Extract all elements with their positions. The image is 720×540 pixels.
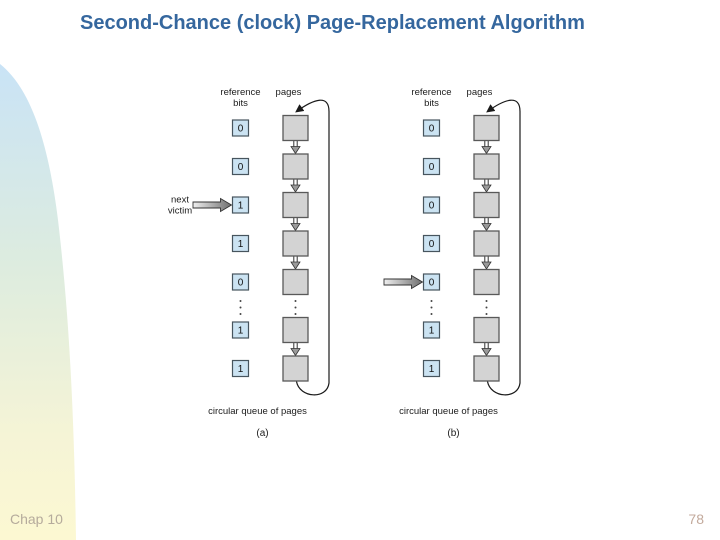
page-frame-box bbox=[282, 230, 309, 257]
ellipsis-dot bbox=[294, 313, 297, 315]
reference-bit-box bbox=[231, 119, 250, 137]
page-frame-box bbox=[282, 114, 309, 142]
circular-queue-label: circular queue of pages bbox=[208, 406, 307, 417]
page-frame-box bbox=[282, 316, 309, 344]
reference-bit-box bbox=[231, 234, 250, 253]
reference-bit-value: 1 bbox=[429, 364, 435, 375]
down-arrowhead bbox=[481, 348, 492, 357]
reference-bit-box bbox=[422, 196, 441, 214]
ellipsis-dot bbox=[430, 300, 433, 302]
circular-queue-loop-arrow bbox=[295, 99, 330, 396]
reference-bit-value: 0 bbox=[429, 239, 435, 250]
ellipsis-dot bbox=[294, 300, 297, 302]
diagram-caption: (b) bbox=[447, 428, 459, 439]
down-arrowhead bbox=[481, 261, 492, 270]
page-frame-box bbox=[473, 191, 500, 219]
reference-bit-value: 0 bbox=[429, 124, 435, 135]
circular-queue-loop-arrow bbox=[486, 99, 521, 396]
slide-title: Second-Chance (clock) Page-Replacement A… bbox=[80, 12, 585, 34]
reference-bit-box bbox=[231, 273, 250, 291]
reference-bit-box bbox=[422, 359, 441, 378]
reference-bit-value: 1 bbox=[238, 364, 244, 375]
reference-bits-header: bits bbox=[424, 98, 439, 109]
swoosh-shape bbox=[0, 64, 76, 540]
ellipsis-dot bbox=[239, 300, 242, 302]
reference-bit-value: 0 bbox=[429, 162, 435, 173]
ellipsis-dot bbox=[294, 306, 297, 309]
down-arrowhead bbox=[290, 146, 301, 155]
reference-bit-box bbox=[422, 273, 441, 291]
down-arrowhead bbox=[290, 184, 301, 193]
page-frame-box bbox=[473, 355, 500, 382]
page-frame-box bbox=[473, 230, 500, 257]
reference-bit-box bbox=[422, 321, 441, 339]
reference-bit-value: 1 bbox=[238, 201, 244, 212]
pages-header: pages bbox=[276, 87, 302, 98]
reference-bit-value: 0 bbox=[238, 124, 244, 135]
page-frame-box bbox=[473, 316, 500, 344]
ellipsis-dot bbox=[239, 306, 242, 309]
page-frame-box bbox=[282, 355, 309, 382]
reference-bit-box bbox=[422, 234, 441, 253]
down-arrowhead bbox=[290, 223, 301, 232]
circular-queue-label: circular queue of pages bbox=[399, 406, 498, 417]
page-frame-box bbox=[282, 153, 309, 180]
diagram-caption: (a) bbox=[256, 428, 268, 439]
down-arrowhead bbox=[481, 223, 492, 232]
reference-bits-header: reference bbox=[220, 87, 260, 98]
ellipsis-dot bbox=[485, 306, 488, 309]
reference-bit-box bbox=[422, 157, 441, 176]
ellipsis-dot bbox=[485, 313, 488, 315]
reference-bit-value: 0 bbox=[429, 278, 435, 289]
reference-bit-value: 1 bbox=[238, 326, 244, 337]
page-frame-box bbox=[473, 153, 500, 180]
reference-bit-box bbox=[231, 196, 250, 214]
pages-header: pages bbox=[467, 87, 493, 98]
page-number: 78 bbox=[688, 511, 704, 527]
next-victim-label: victim bbox=[168, 206, 192, 217]
page-frame-box bbox=[473, 268, 500, 296]
ellipsis-dot bbox=[239, 313, 242, 315]
next-victim-label: next bbox=[171, 195, 189, 206]
current-pointer-arrow bbox=[383, 274, 424, 290]
reference-bit-value: 0 bbox=[238, 162, 244, 173]
reference-bit-box bbox=[422, 119, 441, 137]
next-victim-arrow bbox=[192, 197, 233, 213]
reference-bit-box bbox=[231, 157, 250, 176]
page-frame-box bbox=[282, 191, 309, 219]
down-arrowhead bbox=[481, 184, 492, 193]
reference-bit-value: 0 bbox=[238, 278, 244, 289]
down-arrowhead bbox=[481, 146, 492, 155]
reference-bit-box bbox=[231, 359, 250, 378]
reference-bit-value: 0 bbox=[429, 201, 435, 212]
footer-chapter-label: Chap 10 bbox=[10, 511, 63, 527]
reference-bit-value: 1 bbox=[238, 239, 244, 250]
ellipsis-dot bbox=[430, 306, 433, 309]
reference-bits-header: bits bbox=[233, 98, 248, 109]
reference-bit-box bbox=[231, 321, 250, 339]
down-arrowhead bbox=[290, 348, 301, 357]
reference-bits-header: reference bbox=[411, 87, 451, 98]
ellipsis-dot bbox=[485, 300, 488, 302]
ellipsis-dot bbox=[430, 313, 433, 315]
page-frame-box bbox=[473, 114, 500, 142]
down-arrowhead bbox=[290, 261, 301, 270]
reference-bit-value: 1 bbox=[429, 326, 435, 337]
page-frame-box bbox=[282, 268, 309, 296]
